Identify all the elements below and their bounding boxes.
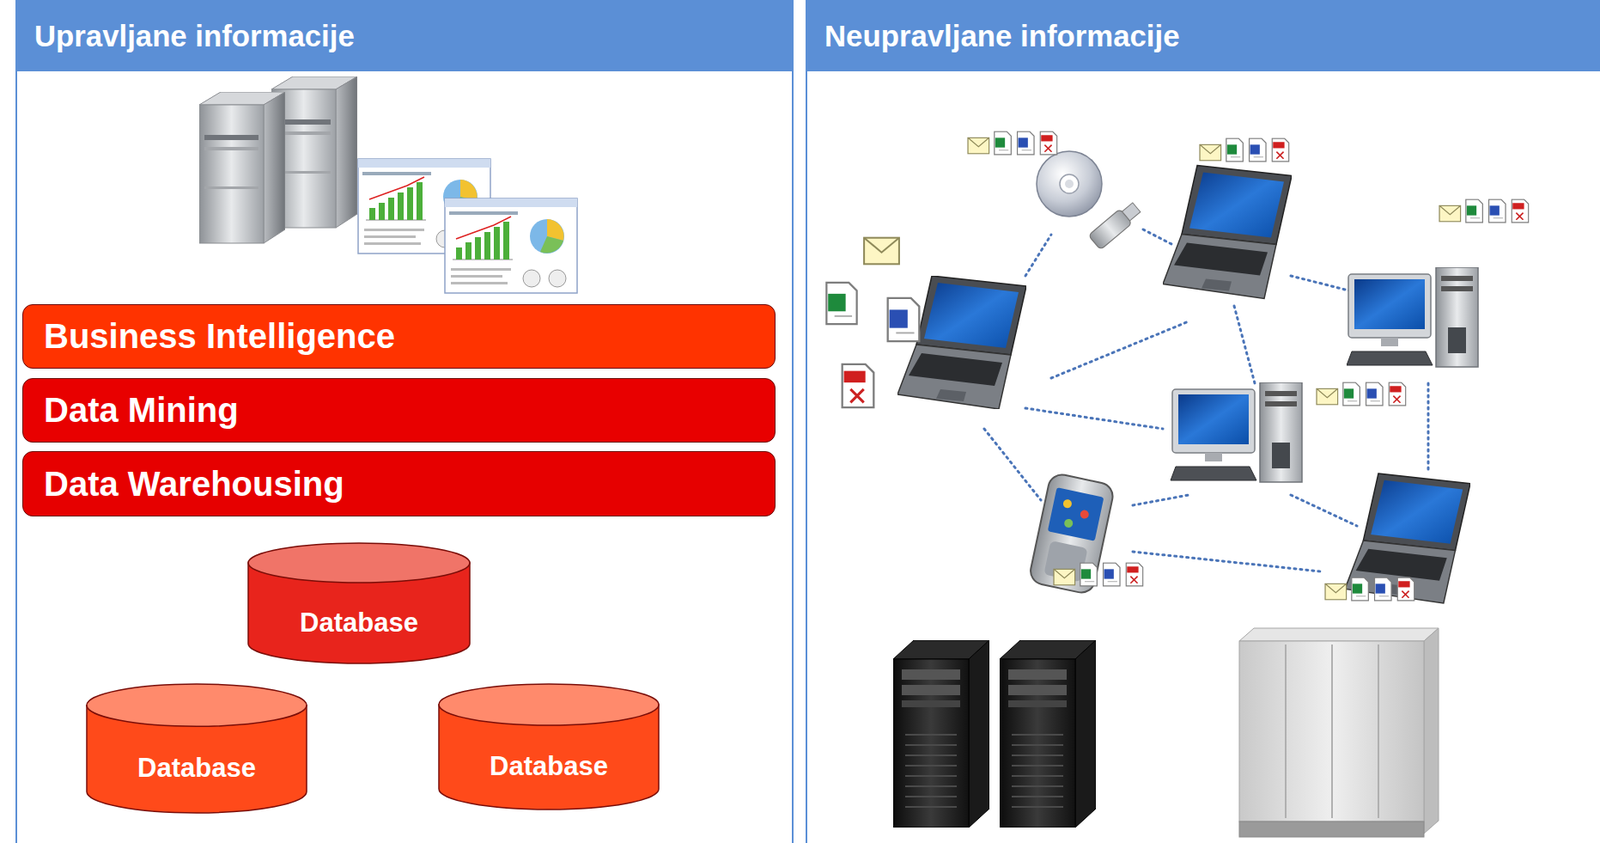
cylinder-outline (437, 681, 661, 811)
panel-header: Upravljane informacije (17, 1, 792, 72)
layer-label: Business Intelligence (43, 316, 396, 356)
layer-label: Data Warehousing (43, 464, 345, 504)
database-label: Database (299, 607, 419, 639)
database-cylinder: Database (85, 681, 309, 815)
cylinder-outline (85, 681, 309, 815)
cylinder-outline (246, 541, 472, 665)
layer-band: Business Intelligence (22, 304, 776, 369)
database-cylinder: Database (246, 541, 472, 665)
layer-label: Data Mining (43, 390, 239, 430)
database-label: Database (137, 752, 256, 784)
database-cylinder: Database (437, 681, 661, 811)
layer-band: Data Mining (22, 377, 776, 443)
panel: Upravljane informacijeBusiness Intellige… (15, 0, 794, 843)
layer-band: Data Warehousing (22, 450, 776, 517)
panel: Neupravljane informacije (805, 0, 1600, 843)
database-label: Database (489, 750, 609, 782)
panel-header: Neupravljane informacije (807, 1, 1600, 72)
